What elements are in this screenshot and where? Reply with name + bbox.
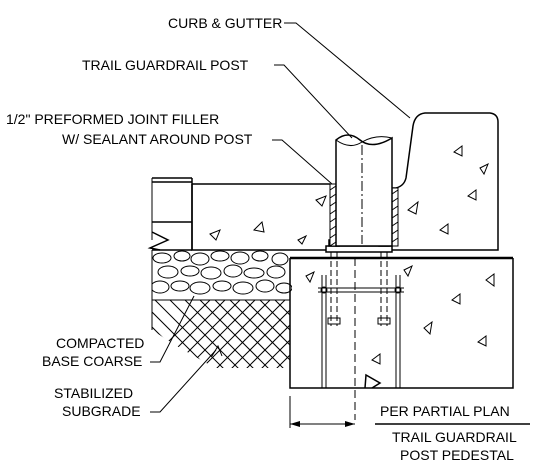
label-stabilized-1: STABILIZED <box>54 385 133 401</box>
stabilized-subgrade-hatch <box>152 300 290 368</box>
joint-filler-left <box>329 183 337 247</box>
anchor-bolts <box>327 252 391 326</box>
label-compacted-2: BASE COARSE <box>42 353 142 369</box>
label-pedestal-2: POST PEDESTAL <box>400 447 514 463</box>
leader-compacted <box>150 295 195 363</box>
pedestal-break <box>364 373 382 389</box>
leader-joint-filler <box>272 139 333 185</box>
post-top-cap <box>335 136 393 146</box>
label-trail-post: TRAIL GUARDRAIL POST <box>82 57 249 73</box>
rebar-cage <box>318 275 404 388</box>
label-per-partial-plan: PER PARTIAL PLAN <box>380 403 510 419</box>
joint-filler-hatch <box>329 185 399 247</box>
label-curb-gutter: CURB & GUTTER <box>168 15 282 31</box>
pedestal-outline <box>289 258 514 389</box>
base-plate <box>325 245 393 253</box>
curb-gutter-outline <box>191 112 499 251</box>
sidewalk-slab <box>147 177 193 251</box>
leader-stabilized <box>150 349 217 413</box>
concrete-aggregate <box>209 145 495 365</box>
leader-trail-post <box>274 64 353 139</box>
label-joint-filler-2: W/ SEALANT AROUND POST <box>62 131 253 147</box>
dimension-line <box>289 396 355 428</box>
base-coarse-gravel <box>152 250 292 295</box>
label-compacted-1: COMPACTED <box>56 335 144 351</box>
guardrail-post <box>335 134 393 247</box>
leader-stabilized-tick <box>211 344 223 357</box>
leader-curb-gutter <box>284 22 411 119</box>
label-joint-filler-1: 1/2" PREFORMED JOINT FILLER <box>6 111 219 127</box>
label-stabilized-2: SUBGRADE <box>62 403 141 419</box>
label-pedestal-1: TRAIL GUARDRAIL <box>392 429 517 445</box>
